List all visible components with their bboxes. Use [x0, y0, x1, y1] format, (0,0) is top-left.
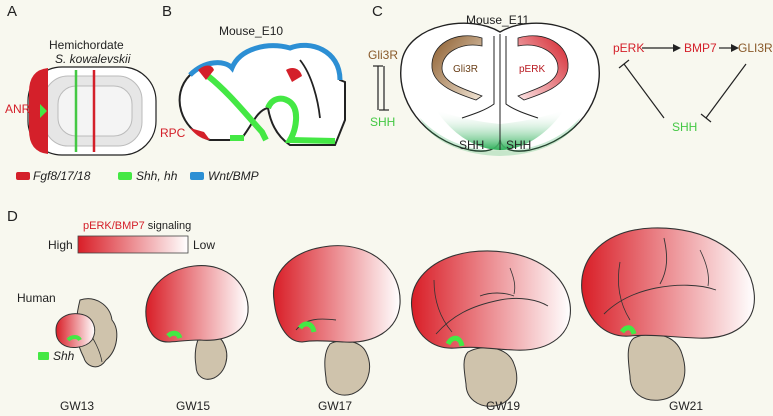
stage-label-gw17: GW17 — [318, 399, 353, 413]
pathway-gli3r: GLI3R — [738, 41, 773, 55]
panel-a-title: Hemichordate — [49, 38, 124, 52]
panel-b-rpc-label: RPC — [160, 126, 186, 140]
green-swatch-icon — [118, 172, 132, 180]
panel-a-species: S. kowalevskii — [55, 52, 131, 66]
pathway-shh: SHH — [672, 120, 698, 134]
inhibition-bars — [373, 65, 389, 111]
panel-b-letter: B — [162, 3, 173, 20]
blue-swatch-icon — [190, 172, 204, 180]
gradient-low-label: Low — [193, 238, 216, 252]
panel-c-shh-bottom-right: SHH — [506, 138, 532, 152]
panel-c-shh-left: SHH — [370, 115, 396, 129]
panel-b-title: Mouse_E10 — [219, 24, 284, 38]
legend-wnt-label: Wnt/BMP — [208, 169, 259, 183]
pathway-bmp7: BMP7 — [684, 41, 717, 55]
stage-label-gw21: GW21 — [669, 399, 704, 413]
red-swatch-icon — [16, 172, 30, 180]
stage-label-gw15: GW15 — [176, 399, 211, 413]
gradient-title-rest: signaling — [144, 220, 192, 232]
panel-d-letter: D — [7, 208, 18, 225]
brain-gw17 — [272, 245, 401, 396]
legend-shh-label: Shh, hh — [136, 169, 178, 183]
panel-c-shh-bottom-left: SHH — [459, 138, 485, 152]
panel-c-gli3r-inner: Gli3R — [453, 64, 479, 75]
shh-legend-label: Shh — [53, 349, 75, 363]
pathway-arrows — [618, 44, 747, 123]
brain-gw19 — [410, 250, 571, 407]
brain-gw13 — [55, 298, 118, 368]
panel-a-anr-label: ANR — [5, 102, 31, 116]
shh-swatch-icon — [38, 352, 49, 360]
legend-fgf-label: Fgf8/17/18 — [33, 169, 91, 183]
panel-c-perk-inner: pERK — [519, 64, 546, 75]
stage-label-gw13: GW13 — [60, 399, 95, 413]
mouse-e10-brain-diagram — [178, 42, 346, 146]
mouse-e11-section-diagram — [400, 22, 600, 156]
pathway-perk: pERK — [613, 41, 645, 55]
panel-c-letter: C — [372, 3, 383, 20]
brain-gw21 — [581, 227, 755, 401]
brain-gw15 — [145, 265, 249, 380]
hemichordate-diagram — [27, 66, 157, 156]
stage-label-gw19: GW19 — [486, 399, 521, 413]
panel-a-letter: A — [7, 3, 18, 20]
gradient-title-red: pERK/BMP7 — [83, 220, 145, 232]
signaling-gradient-bar — [77, 235, 189, 254]
species-human-label: Human — [17, 291, 56, 305]
panel-c-title: Mouse_E11 — [466, 13, 530, 27]
panel-c-gli3r-left: Gli3R — [368, 48, 399, 62]
gradient-high-label: High — [48, 238, 73, 252]
gradient-title: pERK/BMP7 signaling — [83, 220, 191, 232]
